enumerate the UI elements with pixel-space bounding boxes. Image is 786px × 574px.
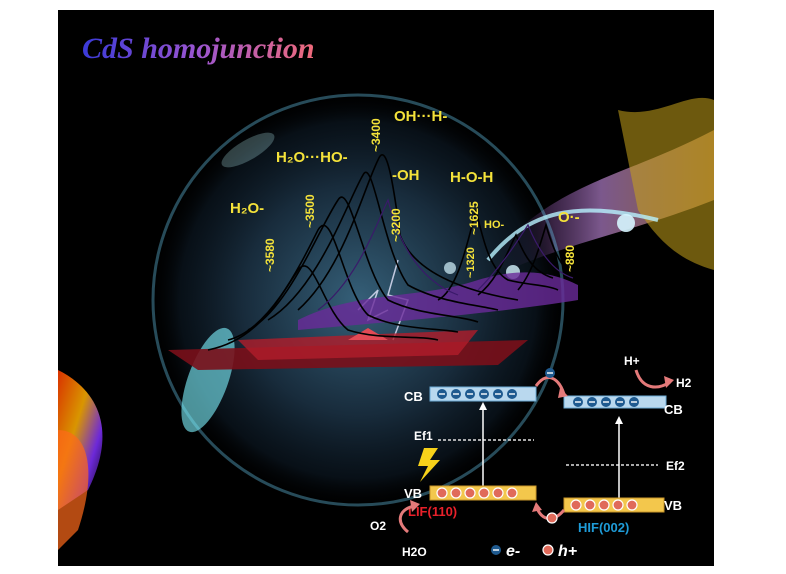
peak-species-4: -OH (392, 167, 420, 184)
electron-legend: e- (506, 543, 520, 560)
peak-wavenumber-4: ~3200 (389, 208, 403, 242)
peak-wavenumber-5: ~1625 (467, 201, 481, 235)
spectral-lines (207, 153, 579, 351)
h2o-label: H2O (402, 545, 427, 559)
peak-species-2: H₂O···HO- (276, 149, 348, 166)
peak-species-5: H-O-H (450, 169, 493, 186)
graphical-abstract: CdS homojunction H₂O- ~3580 H₂O···HO- ~3… (58, 10, 714, 566)
peak-labels: H₂O- ~3580 H₂O···HO- ~3500 OH···H- ~3400… (230, 108, 580, 278)
ef2-label: Ef2 (666, 459, 685, 473)
hole-icon (542, 544, 554, 556)
right-facet-label: HIF(002) (578, 520, 629, 535)
peak-species-6: HO- (484, 219, 505, 231)
peak-species-1: H₂O- (230, 200, 264, 217)
band-diagram: CB CB H+ H2 Ef1 Ef2 VB (370, 354, 692, 560)
peak-wavenumber-3: ~3400 (369, 118, 383, 152)
h-plus-label: H+ (624, 354, 640, 368)
peak-wavenumber-2: ~3500 (303, 194, 317, 228)
peak-species-3: OH···H- (394, 108, 447, 125)
left-facet-label: LIF(110) (408, 504, 457, 519)
abstract-svg: CdS homojunction H₂O- ~3580 H₂O···HO- ~3… (58, 32, 714, 560)
cb-label-right: CB (664, 402, 683, 417)
vb-label-right: VB (664, 498, 682, 513)
peak-wavenumber-6: ~1320 (465, 247, 477, 278)
peak-wavenumber-7: ~880 (563, 245, 577, 272)
h2-label: H2 (676, 376, 692, 390)
vb-label-left: VB (404, 486, 422, 501)
o2-label: O2 (370, 519, 386, 533)
lightning-icon (418, 448, 440, 482)
cb-label-left: CB (404, 389, 423, 404)
title: CdS homojunction (82, 32, 315, 65)
peak-wavenumber-1: ~3580 (263, 238, 277, 272)
ef1-label: Ef1 (414, 429, 433, 443)
holes-left (436, 487, 518, 499)
hole-legend: h+ (558, 543, 577, 560)
peak-species-7: O·- (558, 209, 580, 226)
gold-ribbon (618, 97, 714, 271)
